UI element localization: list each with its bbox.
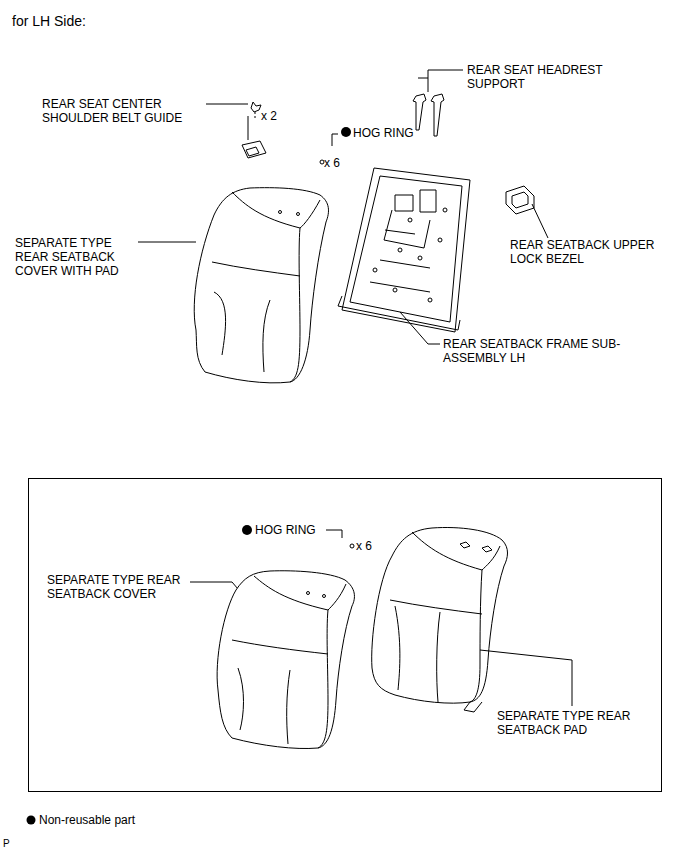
part-label: REAR SEAT HEADREST SUPPORT [467,63,607,91]
part-label: SEPARATE TYPE REAR SEATBACK COVER [47,573,187,601]
part-label: REAR SEAT CENTER SHOULDER BELT GUIDE [42,97,202,125]
part-label: REAR SEATBACK FRAME SUB-ASSEMBLY LH [443,337,623,365]
part-label: x 6 [356,539,386,553]
part-label: HOG RING [255,523,345,537]
part-label: REAR SEATBACK UPPER LOCK BEZEL [510,238,680,266]
part-label: HOG RING [353,126,443,140]
legend-text: Non-reusable part [39,813,239,827]
part-label: for LH Side: [12,13,212,29]
part-label: SEPARATE TYPE REAR SEATBACK PAD [497,709,637,737]
part-label: x 2 [261,109,291,123]
part-label: x 6 [324,156,354,170]
part-label: P [3,838,23,850]
part-label: SEPARATE TYPE REAR SEATBACK COVER WITH P… [15,236,137,278]
